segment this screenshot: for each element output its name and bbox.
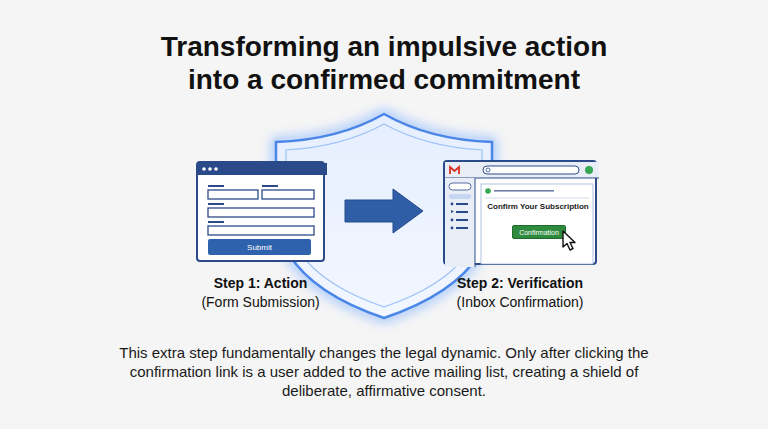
step-heading: Step 1: Action — [138, 275, 383, 291]
inbox-window: Confirm Your SubscriptionStep 2: Verific… — [443, 160, 597, 265]
submit-button: Submit — [208, 239, 311, 255]
form-window: Step 1: Action(Form Submission)Submit — [196, 161, 325, 262]
diagram-title: Transforming an impulsive action into a … — [134, 30, 634, 96]
diagram-caption: This extra step fundamentally changes th… — [114, 343, 654, 400]
inbox-ui — [445, 162, 599, 267]
block-arrow — [345, 189, 423, 233]
email-subject: Confirm Your Subscription — [485, 202, 591, 211]
confirm-button: Confirmation — [512, 225, 566, 239]
step-subtitle: (Form Submission) — [138, 294, 383, 310]
button-label: Submit — [247, 243, 272, 252]
mouse-cursor — [561, 229, 581, 253]
step-subtitle: (Inbox Confirmation) — [385, 294, 655, 310]
button-label: Confirmation — [519, 229, 559, 236]
step-heading: Step 2: Verification — [385, 275, 655, 291]
